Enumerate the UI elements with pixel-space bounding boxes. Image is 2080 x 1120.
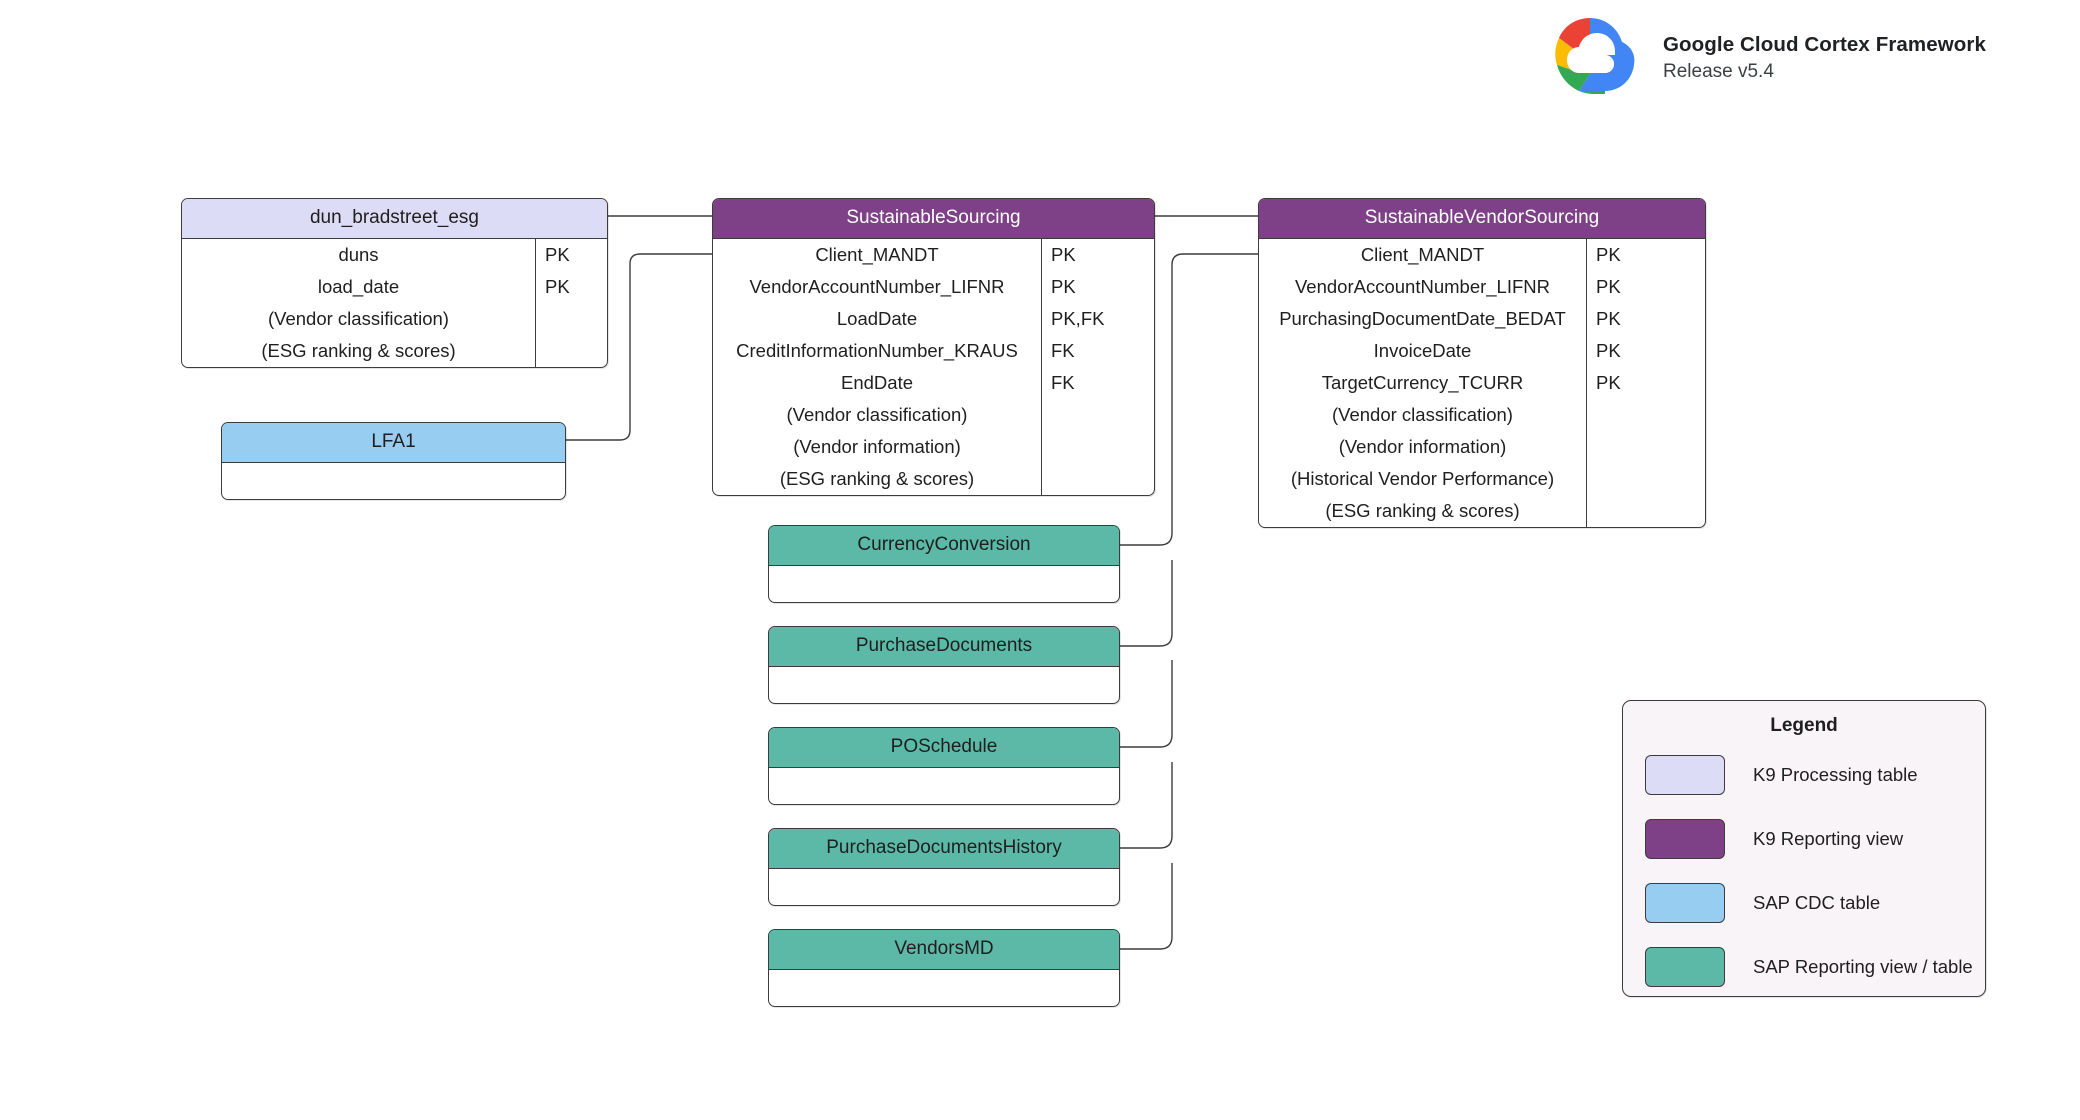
field-name: VendorAccountNumber_LIFNR <box>749 275 1005 297</box>
field-key <box>1587 495 1705 527</box>
field-key <box>536 303 607 335</box>
legend-item-label: SAP CDC table <box>1753 892 1881 913</box>
field-key: PK <box>1596 275 1621 297</box>
field-key: PK <box>1051 275 1076 297</box>
field-key: PK <box>1596 243 1621 265</box>
legend-item-k9-processing-table: K9 Processing table <box>1623 749 1985 801</box>
entity-title: CurrencyConversion <box>769 526 1119 566</box>
field-name: (ESG ranking & scores) <box>779 467 975 489</box>
field-name: load_date <box>317 275 400 297</box>
legend-panel: Legend K9 Processing table K9 Reporting … <box>1622 700 1986 997</box>
legend-swatch <box>1645 755 1725 795</box>
entity-empty-body <box>222 463 565 499</box>
brand-release: Release v5.4 <box>1663 60 1774 82</box>
field-name: (Vendor classification) <box>268 307 449 329</box>
field-name: VendorAccountNumber_LIFNR <box>1294 275 1551 297</box>
field-name: (Historical Vendor Performance) <box>1290 467 1555 489</box>
field-name: InvoiceDate <box>1373 339 1472 361</box>
entity-empty-body <box>769 667 1119 703</box>
field-name: Client_MANDT <box>815 243 939 265</box>
entity-currency-conversion[interactable]: CurrencyConversion <box>768 525 1120 603</box>
field-key: PK <box>545 275 570 297</box>
field-name: (Vendor classification) <box>1332 403 1513 425</box>
entity-sustainable-vendor-sourcing[interactable]: SustainableVendorSourcing Client_MANDT V… <box>1258 198 1706 528</box>
field-key <box>1042 463 1154 495</box>
legend-title: Legend <box>1770 715 1838 736</box>
field-key: FK <box>1051 339 1075 361</box>
entity-title: dun_bradstreet_esg <box>182 199 607 239</box>
field-key: FK <box>1051 371 1075 393</box>
field-key <box>1587 399 1705 431</box>
entity-purchase-documents-history[interactable]: PurchaseDocumentsHistory <box>768 828 1120 906</box>
field-name: (Vendor information) <box>1338 435 1507 457</box>
field-key <box>1587 463 1705 495</box>
field-key: PK,FK <box>1051 307 1105 329</box>
legend-item-label: K9 Reporting view <box>1753 828 1904 849</box>
legend-item-k9-reporting-view: K9 Reporting view <box>1623 813 1985 865</box>
field-name: CreditInformationNumber_KRAUS <box>736 339 1018 361</box>
field-name: duns <box>338 243 379 265</box>
entity-purchase-documents[interactable]: PurchaseDocuments <box>768 626 1120 704</box>
field-key: PK <box>1596 339 1621 361</box>
field-name: LoadDate <box>836 307 918 329</box>
entity-vendors-md[interactable]: VendorsMD <box>768 929 1120 1007</box>
field-name: PurchasingDocumentDate_BEDAT <box>1279 307 1566 329</box>
field-key <box>536 335 607 367</box>
field-key: PK <box>1596 371 1621 393</box>
legend-swatch <box>1645 947 1725 987</box>
legend-item-label: K9 Processing table <box>1753 764 1918 785</box>
legend-swatch <box>1645 883 1725 923</box>
entity-title: PurchaseDocumentsHistory <box>769 829 1119 869</box>
field-key: PK <box>1051 243 1076 265</box>
field-key: PK <box>545 243 570 265</box>
legend-item-sap-cdc-table: SAP CDC table <box>1623 877 1985 929</box>
field-name: TargetCurrency_TCURR <box>1321 371 1524 393</box>
entity-empty-body <box>769 869 1119 905</box>
entity-empty-body <box>769 768 1119 804</box>
field-key <box>1587 431 1705 463</box>
field-name: (ESG ranking & scores) <box>261 339 456 361</box>
field-name: (Vendor information) <box>793 435 961 457</box>
field-name: EndDate <box>841 371 913 393</box>
entity-sustainable-sourcing[interactable]: SustainableSourcing Client_MANDT VendorA… <box>712 198 1155 496</box>
google-cloud-logo-icon <box>1555 18 1635 94</box>
field-name: (ESG ranking & scores) <box>1325 499 1520 521</box>
legend-swatch <box>1645 819 1725 859</box>
entity-title: PurchaseDocuments <box>769 627 1119 667</box>
entity-empty-body <box>769 566 1119 602</box>
entity-dun-bradstreet-esg[interactable]: dun_bradstreet_esg duns load_date (Vendo… <box>181 198 608 368</box>
field-name: (Vendor classification) <box>786 403 968 425</box>
entity-title: SustainableVendorSourcing <box>1259 199 1705 239</box>
legend-item-sap-reporting-view: SAP Reporting view / table <box>1623 941 1985 993</box>
branding-header: Google Cloud Cortex Framework Release v5… <box>1535 10 1986 105</box>
entity-title: LFA1 <box>222 423 565 463</box>
field-key <box>1042 431 1154 463</box>
entity-title: SustainableSourcing <box>713 199 1154 239</box>
field-name: Client_MANDT <box>1360 243 1485 265</box>
field-key: PK <box>1596 307 1621 329</box>
entity-title: POSchedule <box>769 728 1119 768</box>
entity-po-schedule[interactable]: POSchedule <box>768 727 1120 805</box>
entity-empty-body <box>769 970 1119 1006</box>
entity-lfa1[interactable]: LFA1 <box>221 422 566 500</box>
entity-title: VendorsMD <box>769 930 1119 970</box>
legend-item-label: SAP Reporting view / table <box>1753 956 1973 977</box>
field-key <box>1042 399 1154 431</box>
brand-title: Google Cloud Cortex Framework <box>1663 32 1986 56</box>
